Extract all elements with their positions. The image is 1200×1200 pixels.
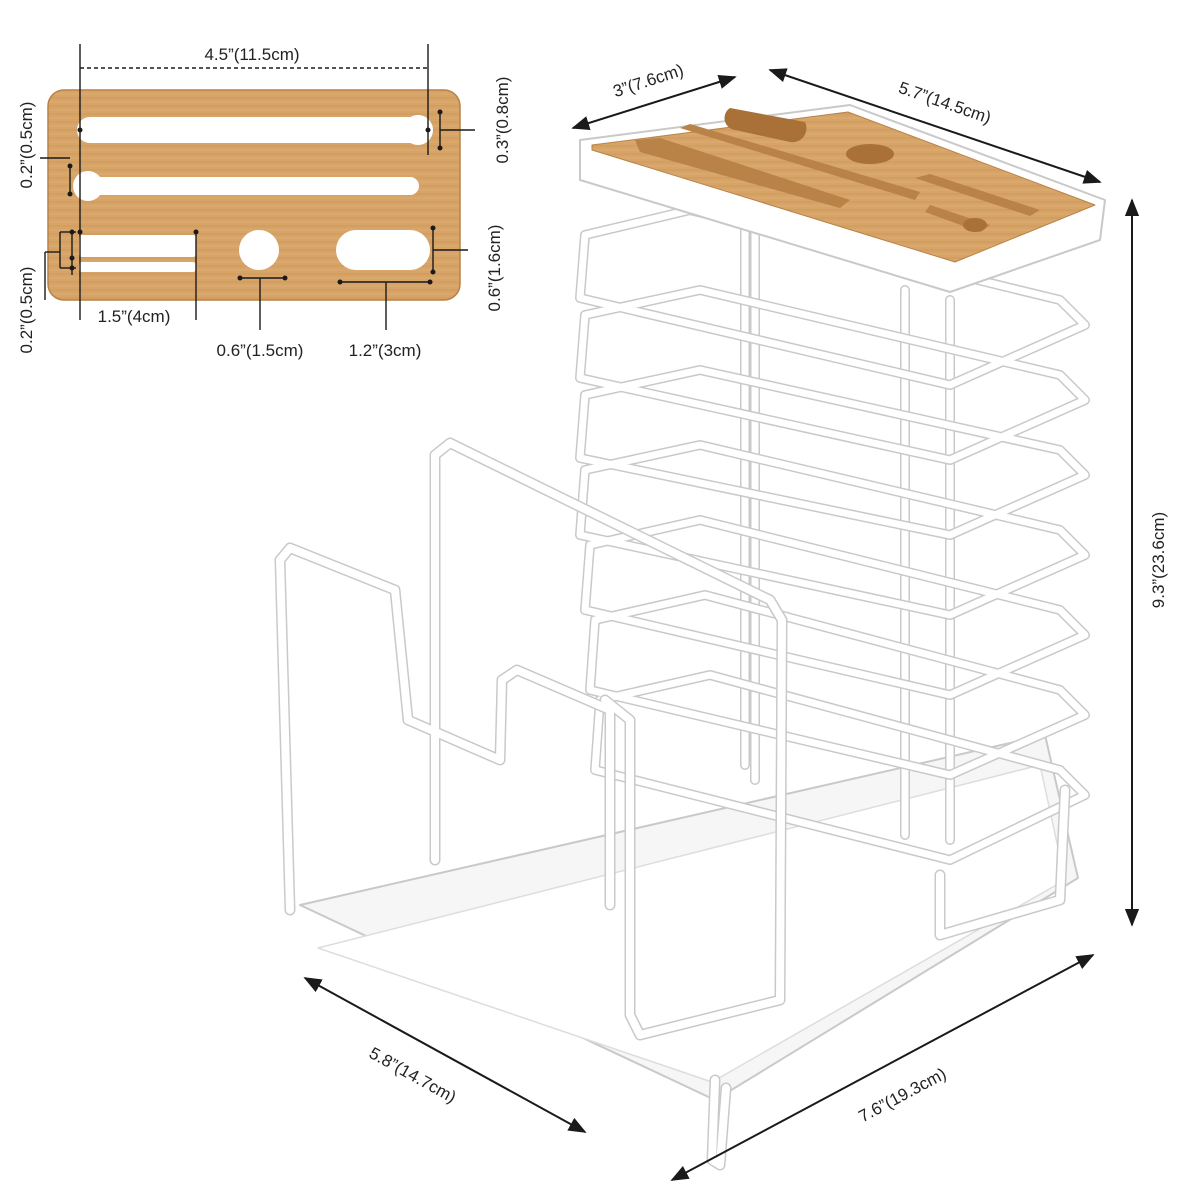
label-top-depth: 3”(7.6cm) [611,60,686,101]
label-slot-width: 0.3”(0.8cm) [493,77,512,164]
bamboo-top-board [47,89,461,301]
label-top-width: 5.7”(14.5cm) [896,78,993,127]
label-oval-width: 1.2”(3cm) [349,341,422,360]
product-dimension-lines [303,68,1140,1181]
short-slot-lower [79,262,196,272]
label-height: 9.3”(23.6cm) [1149,512,1168,608]
long-slot-middle [83,177,419,195]
round-hole [239,230,279,270]
column-top-cap [579,104,1106,293]
short-slot-upper [79,235,196,257]
label-top-gap: 0.2”(0.5cm) [17,102,36,189]
board-dimension-lines [40,44,475,330]
label-base-depth: 5.8”(14.7cm) [366,1044,460,1107]
label-slot-length: 4.5”(11.5cm) [204,45,299,64]
long-slot-top [77,117,423,143]
board-dimension-dots [67,109,443,285]
label-oval-height: 0.6”(1.6cm) [485,225,504,312]
label-side-gap: 0.2”(0.5cm) [17,267,36,354]
oval-hole [336,230,430,270]
label-hole-diameter: 0.6”(1.5cm) [217,341,304,360]
label-short-slot: 1.5”(4cm) [98,307,171,326]
utensil-column-wires [575,175,1090,865]
